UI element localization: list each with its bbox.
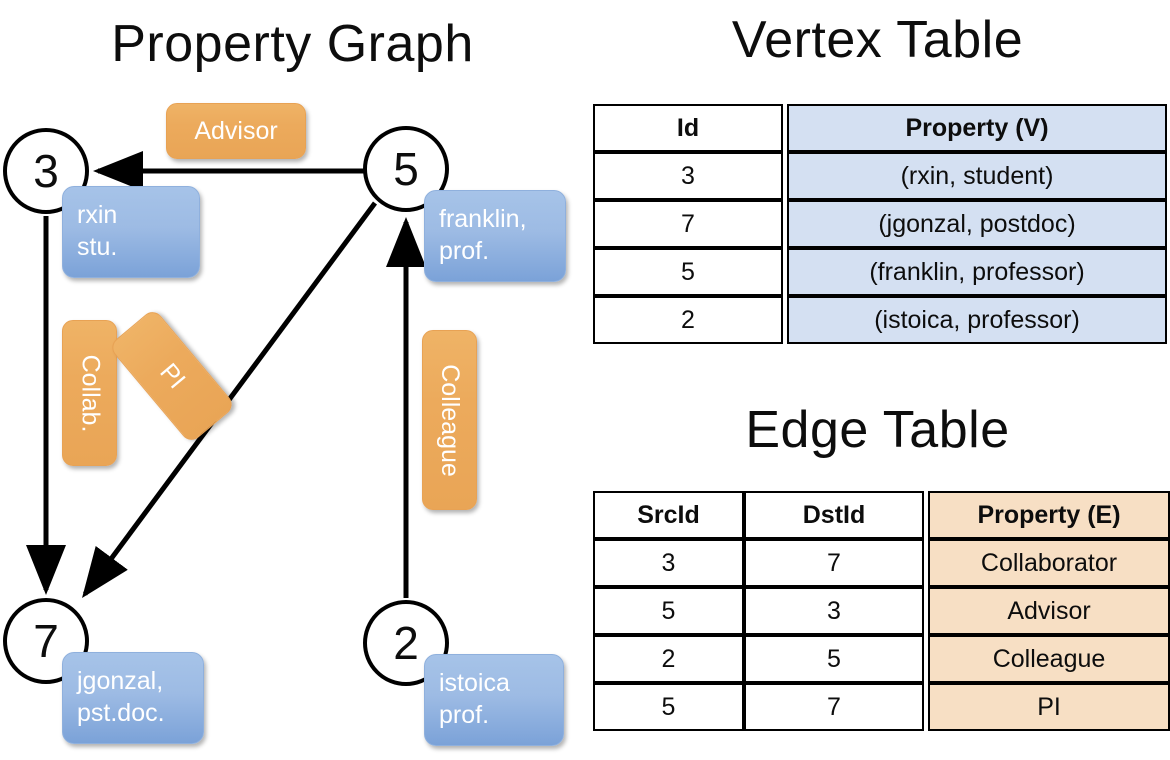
node-property-istoica-line1: istoica bbox=[439, 669, 510, 697]
table-row[interactable]: 5 3 Advisor bbox=[593, 587, 1170, 635]
edge-table-column-gap bbox=[924, 539, 928, 587]
table-row[interactable]: 2 (istoica, professor) bbox=[593, 296, 1167, 344]
edge-row-0-src: 3 bbox=[593, 539, 744, 587]
edge-property-callout-collab: Collab. bbox=[62, 320, 117, 466]
node-property-rxin-line2: stu. bbox=[77, 233, 118, 261]
graph-node-2-label: 2 bbox=[393, 617, 419, 669]
edge-property-collab-text: Collab. bbox=[76, 354, 105, 432]
edge-row-0-dst: 7 bbox=[744, 539, 924, 587]
graph-node-5-label: 5 bbox=[393, 143, 419, 195]
vertex-table: Id Property (V) 3 (rxin, student) 7 (jgo… bbox=[593, 104, 1167, 344]
vertex-row-1-property: (jgonzal, postdoc) bbox=[787, 200, 1167, 248]
edge-table-column-gap bbox=[924, 491, 928, 539]
graph-node-7-label: 7 bbox=[33, 615, 59, 667]
edge-table-column-gap bbox=[924, 683, 928, 731]
edge-row-1-dst: 3 bbox=[744, 587, 924, 635]
table-row[interactable]: 7 (jgonzal, postdoc) bbox=[593, 200, 1167, 248]
vertex-table-column-gap bbox=[783, 152, 787, 200]
table-row[interactable]: 5 (franklin, professor) bbox=[593, 248, 1167, 296]
vertex-table-column-gap bbox=[783, 104, 787, 152]
node-property-jgonzal-line2: pst.doc. bbox=[77, 699, 165, 727]
table-row[interactable]: 2 5 Colleague bbox=[593, 635, 1170, 683]
table-row[interactable]: 3 (rxin, student) bbox=[593, 152, 1167, 200]
vertex-row-1-id: 7 bbox=[593, 200, 783, 248]
node-property-rxin-line1: rxin bbox=[77, 201, 118, 229]
edge-table-header-srcid: SrcId bbox=[593, 491, 744, 539]
edge-property-callout-advisor: Advisor bbox=[166, 103, 306, 159]
vertex-row-2-property: (franklin, professor) bbox=[787, 248, 1167, 296]
node-property-jgonzal-line1: jgonzal, bbox=[77, 667, 164, 695]
vertex-table-column-gap bbox=[783, 200, 787, 248]
edge-table: SrcId DstId Property (E) 3 7 Collaborato… bbox=[593, 491, 1170, 731]
edge-property-advisor-text: Advisor bbox=[194, 116, 278, 145]
node-property-callout-rxin: rxin stu. bbox=[62, 186, 200, 278]
node-property-callout-istoica: istoica prof. bbox=[424, 654, 564, 746]
edge-row-3-dst: 7 bbox=[744, 683, 924, 731]
vertex-row-3-property: (istoica, professor) bbox=[787, 296, 1167, 344]
edge-row-3-property: PI bbox=[928, 683, 1170, 731]
edge-table-column-gap bbox=[924, 635, 928, 683]
graph-node-3-label: 3 bbox=[33, 145, 59, 197]
node-property-franklin-line2: prof. bbox=[439, 237, 490, 265]
edge-table-header-property: Property (E) bbox=[928, 491, 1170, 539]
edge-property-callout-colleague: Colleague bbox=[422, 330, 477, 510]
edge-row-1-property: Advisor bbox=[928, 587, 1170, 635]
node-property-callout-franklin: franklin, prof. bbox=[424, 190, 566, 282]
edge-table-column-gap bbox=[924, 587, 928, 635]
page-title-property-graph: Property Graph bbox=[111, 15, 474, 73]
vertex-row-0-id: 3 bbox=[593, 152, 783, 200]
edge-row-2-property: Colleague bbox=[928, 635, 1170, 683]
vertex-table-header-id: Id bbox=[593, 104, 783, 152]
graph-node-5[interactable]: 5 bbox=[363, 126, 449, 212]
vertex-row-3-id: 2 bbox=[593, 296, 783, 344]
graph-node-2[interactable]: 2 bbox=[363, 600, 449, 686]
edge-row-1-src: 5 bbox=[593, 587, 744, 635]
page-title-vertex-table: Vertex Table bbox=[731, 11, 1024, 69]
vertex-row-2-id: 5 bbox=[593, 248, 783, 296]
node-property-callout-jgonzal: jgonzal, pst.doc. bbox=[62, 652, 204, 744]
vertex-table-header-property: Property (V) bbox=[787, 104, 1167, 152]
vertex-table-column-gap bbox=[783, 296, 787, 344]
edge-row-3-src: 5 bbox=[593, 683, 744, 731]
node-property-franklin-line1: franklin, bbox=[439, 205, 527, 233]
edge-property-colleague-text: Colleague bbox=[436, 363, 464, 477]
edge-row-0-property: Collaborator bbox=[928, 539, 1170, 587]
node-property-istoica-line2: prof. bbox=[439, 701, 490, 729]
property-graph-diagram: 3 5 7 2 rxin stu. franklin, prof. jgonza… bbox=[3, 103, 566, 746]
edge-row-2-dst: 5 bbox=[744, 635, 924, 683]
vertex-table-header-row: Id Property (V) bbox=[593, 104, 1167, 152]
table-row[interactable]: 5 7 PI bbox=[593, 683, 1170, 731]
page-title-edge-table: Edge Table bbox=[745, 401, 1010, 459]
edge-property-pi-text: PI bbox=[154, 357, 191, 394]
edge-row-2-src: 2 bbox=[593, 635, 744, 683]
table-row[interactable]: 3 7 Collaborator bbox=[593, 539, 1170, 587]
vertex-table-column-gap bbox=[783, 248, 787, 296]
edge-table-header-row: SrcId DstId Property (E) bbox=[593, 491, 1170, 539]
edge-table-header-dstid: DstId bbox=[744, 491, 924, 539]
vertex-row-0-property: (rxin, student) bbox=[787, 152, 1167, 200]
